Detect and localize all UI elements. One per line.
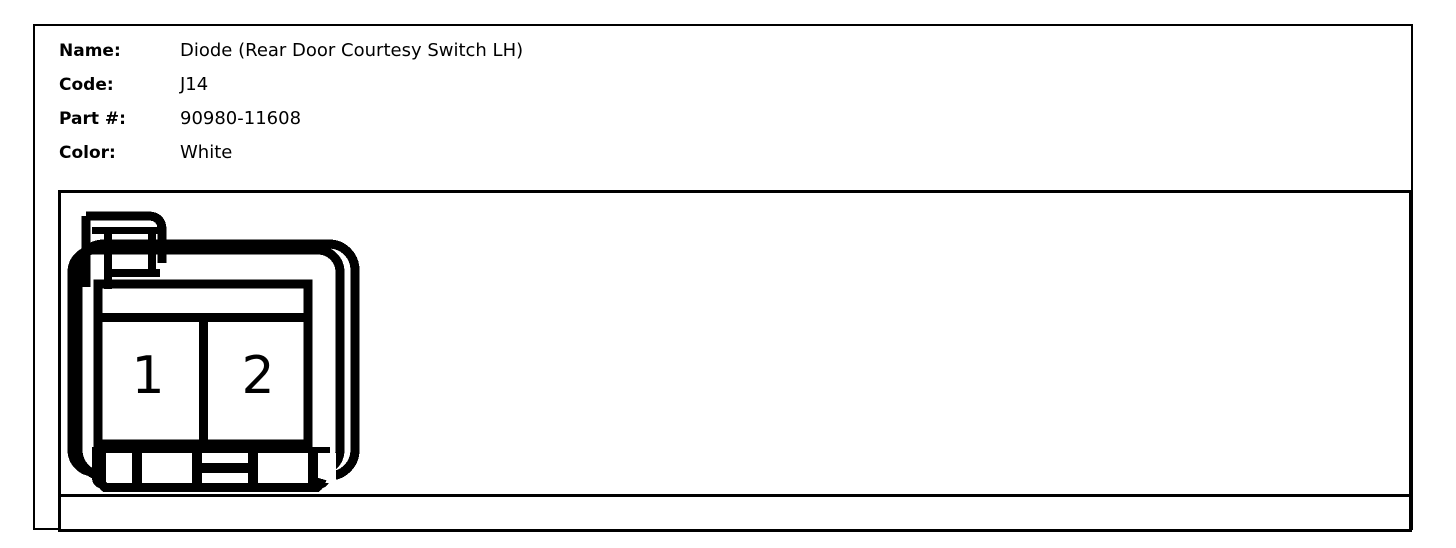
spec-row-code: Code: J14 (59, 68, 1059, 102)
connector-latch-rib-horizontal (104, 269, 160, 277)
connector-image-panel: 1 2 (58, 190, 1412, 532)
connector-skirt-notch-3 (258, 453, 308, 483)
spec-value-code: J14 (180, 74, 209, 95)
connector-skirt-notch-4 (318, 453, 336, 483)
connector-skirt-slot-upper (202, 453, 248, 463)
spec-label-part-number: Part #: (59, 109, 126, 129)
spec-row-name: Name: Diode (Rear Door Courtesy Switch L… (59, 34, 1059, 68)
record-frame: Name: Diode (Rear Door Courtesy Switch L… (33, 24, 1413, 532)
spec-value-name: Diode (Rear Door Courtesy Switch LH) (180, 40, 524, 61)
spec-value-part-number: 90980-11608 (180, 108, 302, 129)
connector-image-canvas: 1 2 (61, 193, 1409, 494)
cavity-number-1-label: 1 (131, 346, 164, 406)
cavity-number-2-label: 2 (241, 346, 274, 406)
spec-value-color: White (180, 142, 233, 163)
connector-cavity-divider (199, 317, 208, 444)
spec-row-color: Color: White (59, 136, 1059, 170)
spec-label-name: Name: (59, 41, 121, 61)
connector-skirt-slot-lower (202, 473, 248, 483)
connector-diagram-icon: 1 2 (67, 211, 360, 492)
connector-skirt-bottom-edge (95, 477, 327, 492)
image-panel-divider (61, 494, 1409, 497)
spec-label-color: Color: (59, 143, 116, 163)
connector-skirt-notch-1 (106, 453, 132, 483)
spec-row-part-number: Part #: 90980-11608 (59, 102, 1059, 136)
spec-table: Name: Diode (Rear Door Courtesy Switch L… (59, 34, 1059, 170)
image-panel-caption (61, 497, 1409, 529)
connector-latch-rib-left (104, 227, 112, 289)
connector-skirt-notch-2 (142, 453, 192, 483)
spec-label-code: Code: (59, 75, 114, 95)
connector-latch-rib-right (148, 227, 156, 273)
connector-latch-top-rib (92, 227, 160, 234)
connector-latch-tab-outline (86, 211, 167, 263)
